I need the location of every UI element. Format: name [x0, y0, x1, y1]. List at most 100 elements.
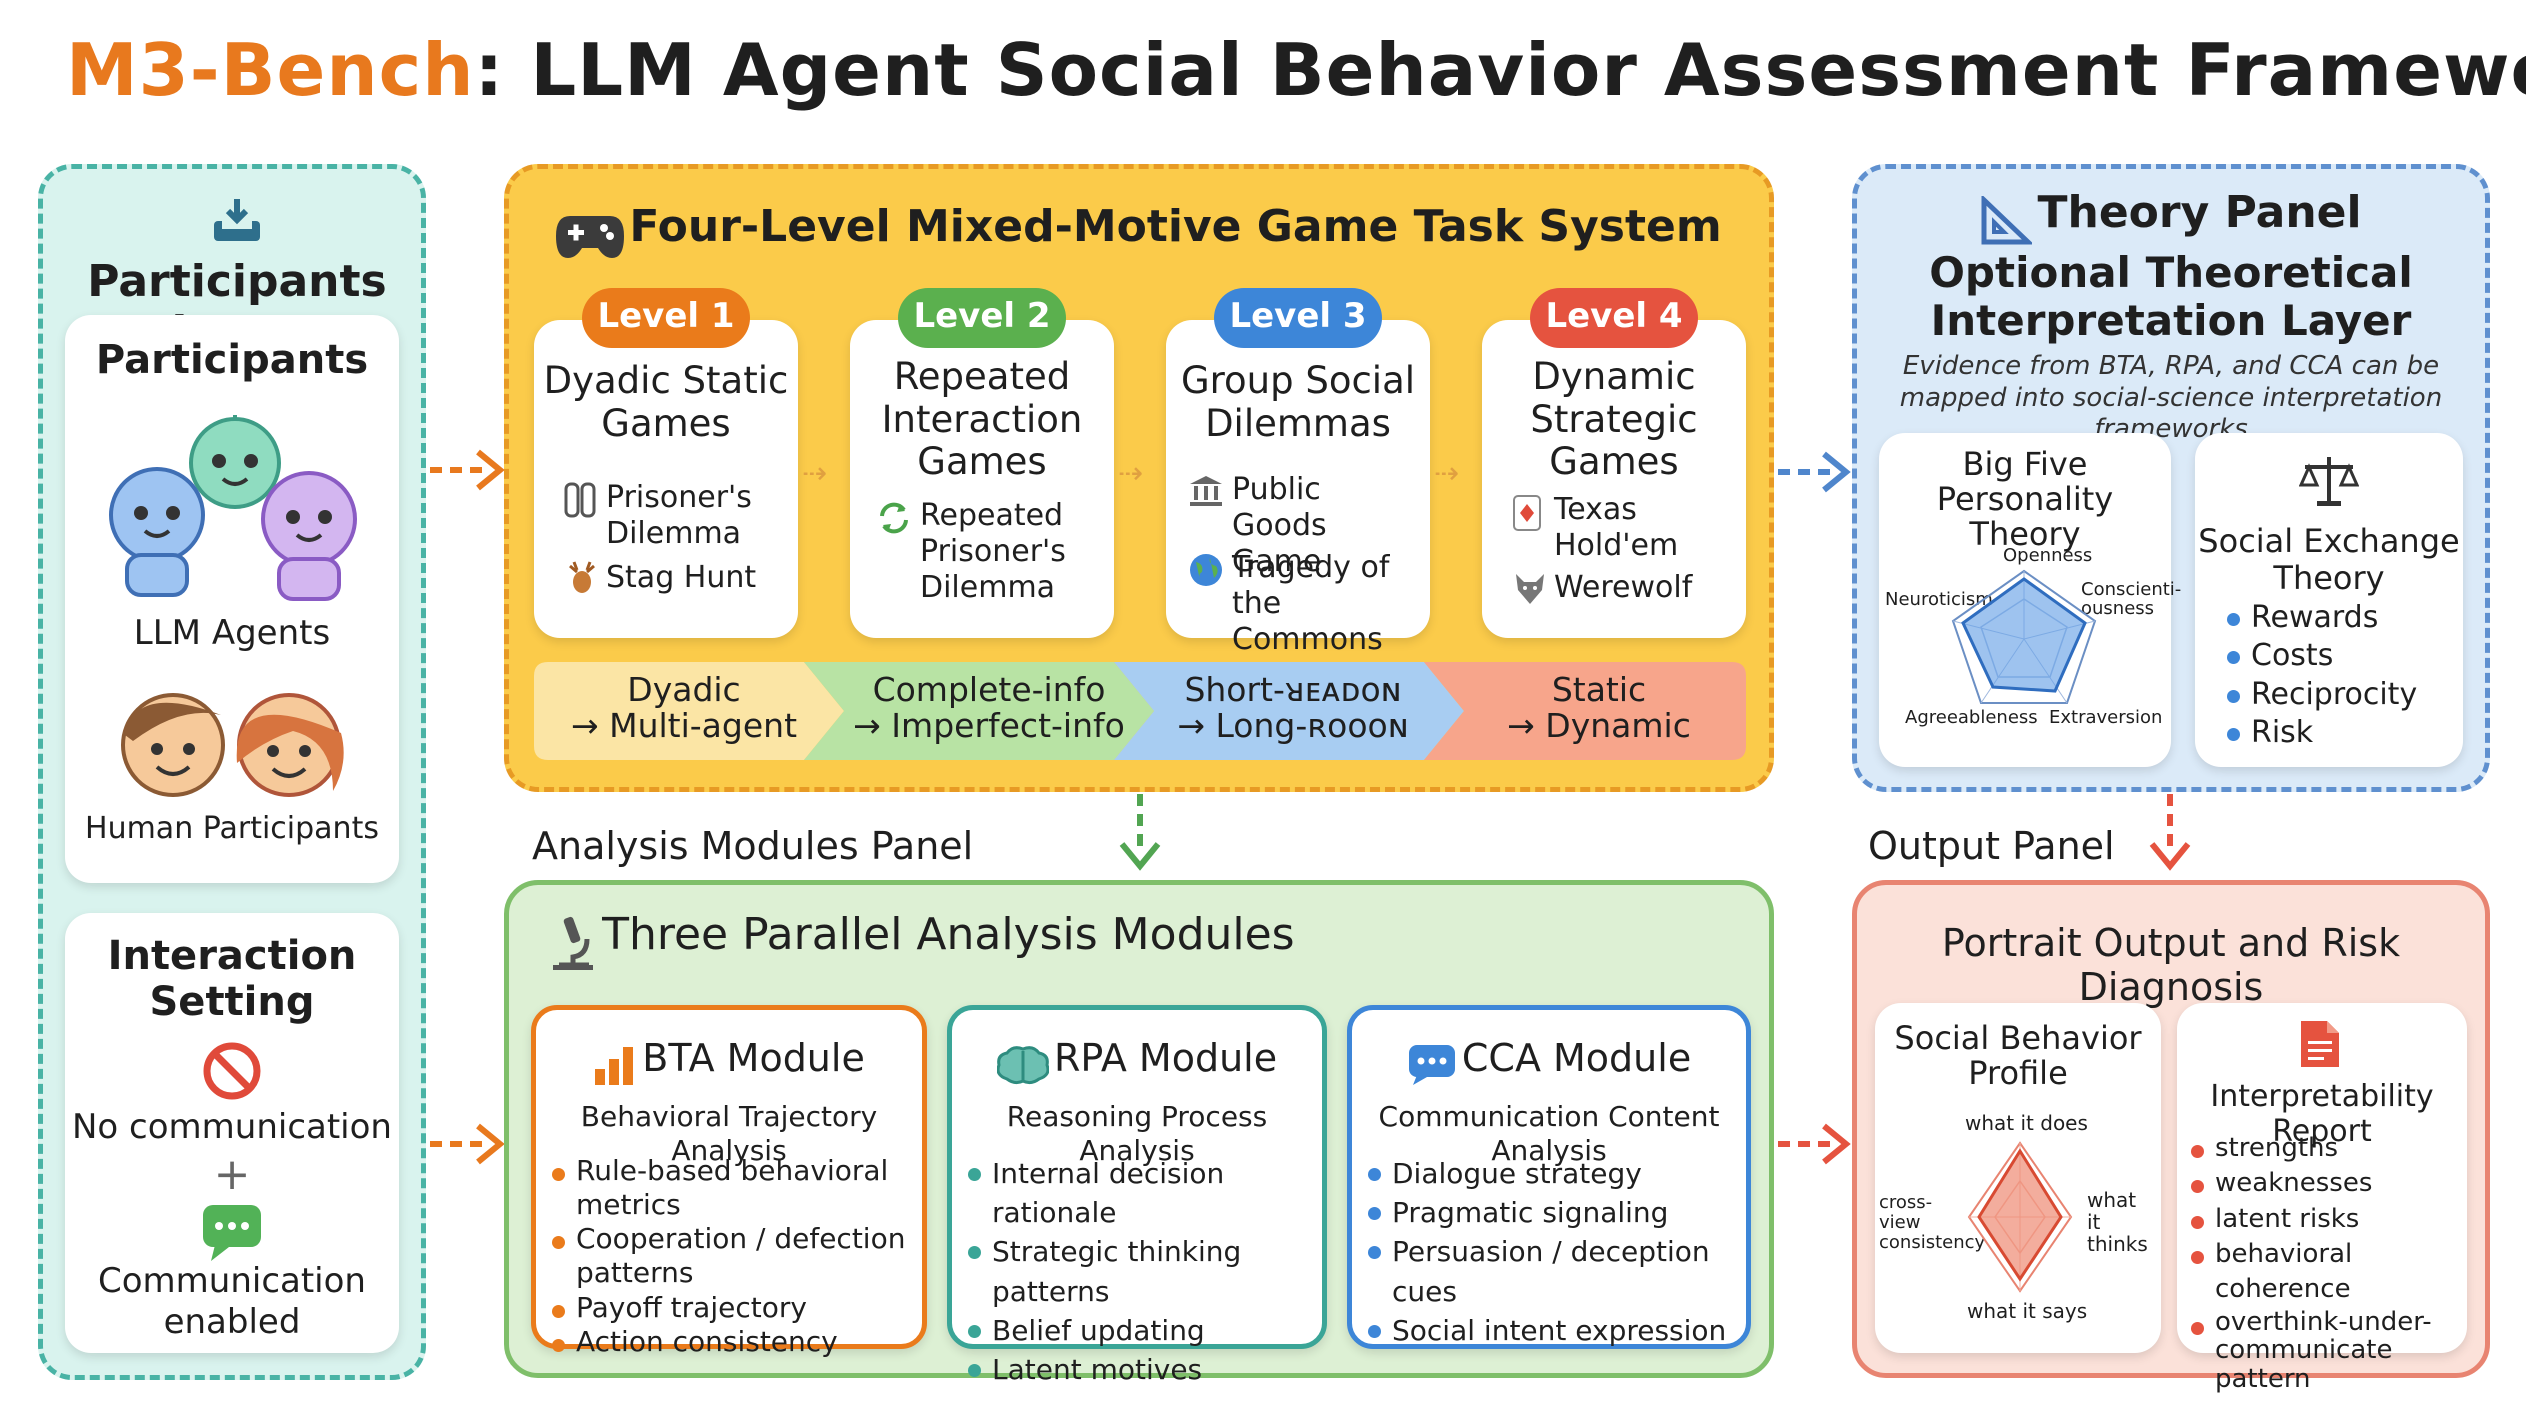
- gamepad-icon: [556, 212, 625, 262]
- arrow-participants-to-games: [428, 440, 508, 504]
- level-3-item-1: Tragedy of the Commons: [1188, 550, 1424, 658]
- level-connector-1: ⇢: [802, 456, 828, 491]
- cca-item: Dialogue strategy: [1366, 1154, 1746, 1193]
- theory-header: Theory Panel: [1857, 187, 2485, 250]
- progression-step-3: Short-ᴚᴇᴀᴅᴏɴ → Long-ʀᴏᴏᴏɴ: [1148, 670, 1438, 746]
- level-4-card: Dynamic Strategic Games Texas Hold'em We…: [1482, 320, 1746, 638]
- level-connector-2: ⇢: [1118, 456, 1144, 491]
- cca-module-card: CCA Module Communication Content Analysi…: [1347, 1005, 1751, 1349]
- communication-enabled-label: Communication enabled: [98, 1261, 366, 1342]
- bta-list: Rule-based behavioral metrics Cooperatio…: [550, 1154, 922, 1359]
- game-panel-header: Four-Level Mixed-Motive Game Task System: [509, 201, 1769, 262]
- big-five-axis-agreeableness: Agreeableness: [1905, 707, 2038, 728]
- level-3-title: Group Social Dilemmas: [1180, 359, 1416, 445]
- big-five-axis-extraversion: Extraversion: [2049, 707, 2163, 728]
- cycle-arrows-icon: [876, 500, 912, 545]
- human-faces-icon: [117, 683, 347, 807]
- bta-item: Action consistency: [550, 1325, 922, 1359]
- level-2-badge: Level 2: [898, 288, 1066, 348]
- level-3-item-0: Public Goods Game: [1188, 472, 1424, 580]
- bta-item: Cooperation / defection patterns: [550, 1222, 922, 1290]
- level-1-item-1-text: Stag Hunt: [606, 560, 757, 595]
- rpa-list: Internal decision rationale Strategic th…: [966, 1154, 1322, 1389]
- big-five-title: Big Five Personality Theory: [1936, 445, 2114, 554]
- level-4-item-1-text: Werewolf: [1554, 570, 1693, 605]
- profile-axis-thinks: what it thinks: [2087, 1188, 2148, 1256]
- progression-3-line1: Short-ᴚᴇᴀᴅᴏɴ: [1184, 670, 1402, 709]
- ticket-pair-icon: [564, 482, 596, 527]
- rpa-item: Latent motives: [966, 1350, 1322, 1389]
- level-connector-3: ⇢: [1434, 456, 1460, 491]
- bta-item: Rule-based behavioral metrics: [550, 1154, 922, 1222]
- cca-subtitle: Communication Content Analysis: [1378, 1100, 1720, 1168]
- social-exchange-title: Social Exchange Theory: [2198, 522, 2460, 597]
- bta-header: BTA Module: [536, 1036, 922, 1089]
- cca-header: CCA Module: [1352, 1036, 1746, 1091]
- wolf-icon: [1512, 570, 1548, 615]
- analysis-panel-title: Three Parallel Analysis Modules: [602, 909, 1295, 960]
- balance-scale-icon: [2298, 453, 2360, 513]
- microscope-icon: [549, 915, 597, 975]
- progression-2-line2: → Imperfect-info: [853, 706, 1125, 746]
- level-4-badge: Level 4: [1530, 288, 1698, 348]
- rpa-item: Belief updating: [966, 1311, 1322, 1350]
- level-3-item-0-text: Public Goods Game: [1232, 472, 1327, 579]
- social-behavior-profile-card: Social Behavior Profile what it does wha…: [1875, 1003, 2161, 1353]
- title-accent: M3-Bench: [66, 28, 475, 112]
- output-panel: Portrait Output and Risk Diagnosis Socia…: [1852, 880, 2490, 1393]
- output-panel-label: Output Panel: [1868, 824, 2115, 868]
- social-exchange-card: Social Exchange Theory Rewards Costs Rec…: [2195, 433, 2463, 767]
- social-exchange-item: Risk: [2225, 714, 2417, 752]
- cca-title: CCA Module: [1461, 1036, 1692, 1080]
- level-3-item-1-text: Tragedy of the Commons: [1232, 550, 1390, 657]
- social-exchange-item: Costs: [2225, 637, 2417, 675]
- progression-1-line2: → Multi-agent: [570, 706, 798, 746]
- progression-4-line1: Static: [1551, 670, 1647, 709]
- arrow-analysis-to-output: [1776, 1114, 1852, 1178]
- participants-card: Participants: [65, 315, 399, 883]
- big-five-card: Big Five Personality Theory Openness Con…: [1879, 433, 2182, 767]
- progression-1-line1: Dyadic: [627, 670, 741, 709]
- rpa-item: Strategic thinking patterns: [966, 1232, 1322, 1310]
- interaction-setting-card: Interaction Setting No communication + C…: [65, 913, 399, 1353]
- level-4-item-0: Texas Hold'em: [1512, 492, 1732, 564]
- progression-2-line1: Complete-info: [872, 670, 1106, 709]
- level-4-title: Dynamic Strategic Games: [1530, 355, 1698, 484]
- inbox-download-icon: [210, 197, 264, 257]
- big-five-radar-chart: [1951, 569, 2097, 704]
- level-3-badge: Level 3: [1214, 288, 1382, 348]
- analysis-header: Three Parallel Analysis Modules: [549, 909, 1549, 975]
- progression-3-line2: → Long-ʀᴏᴏᴏɴ: [1177, 706, 1409, 746]
- title-rest: : LLM Agent Social Behavior Assessment F…: [474, 28, 2526, 112]
- progression-bar-shapes: [534, 662, 1746, 760]
- level-1-title: Dyadic Static Games: [543, 359, 789, 445]
- analysis-panel-label: Analysis Modules Panel: [532, 824, 974, 868]
- rpa-module-card: RPA Module Reasoning Process Analysis In…: [947, 1005, 1327, 1386]
- analysis-panel: Three Parallel Analysis Modules BTA Modu…: [504, 880, 1774, 1386]
- deer-icon: [564, 560, 600, 605]
- theory-subtitle: Optional Theoretical Interpretation Laye…: [1929, 248, 2413, 346]
- profile-axis-says: what it says: [1967, 1299, 2088, 1323]
- rpa-header: RPA Module: [952, 1036, 1322, 1089]
- cca-item: Social intent expression: [1366, 1311, 1746, 1350]
- profile-title: Social Behavior Profile: [1894, 1019, 2142, 1093]
- arrow-games-to-theory: [1776, 442, 1852, 506]
- cca-list: Dialogue strategy Pragmatic signaling Pe…: [1366, 1154, 1746, 1350]
- big-five-axis-openness: Openness: [2003, 545, 2093, 566]
- speech-bubble-icon: [1407, 1043, 1457, 1091]
- report-item: overthink-under-communicate pattern: [2189, 1308, 2459, 1394]
- profile-radar-chart: [1967, 1141, 2073, 1293]
- globe-icon: [1188, 552, 1224, 597]
- big-five-axis-neuroticism: Neuroticism: [1885, 589, 1993, 610]
- progression-4-line2: → Dynamic: [1507, 706, 1691, 746]
- bank-icon: [1188, 474, 1224, 517]
- brain-icon: [996, 1045, 1050, 1089]
- big-five-axis-conscientiousness: Conscienti-ousness: [2081, 579, 2182, 619]
- output-panel-title: Portrait Output and Risk Diagnosis: [1941, 921, 2401, 1009]
- report-item: strengths: [2189, 1131, 2459, 1166]
- report-document-icon: [2299, 1019, 2341, 1073]
- report-title: Interpretability Report: [2210, 1079, 2434, 1149]
- progression-step-1: Dyadic → Multi-agent: [554, 670, 814, 746]
- level-3-card: Group Social Dilemmas Public Goods Game …: [1166, 320, 1430, 657]
- level-2-title: Repeated Interaction Games: [881, 355, 1083, 484]
